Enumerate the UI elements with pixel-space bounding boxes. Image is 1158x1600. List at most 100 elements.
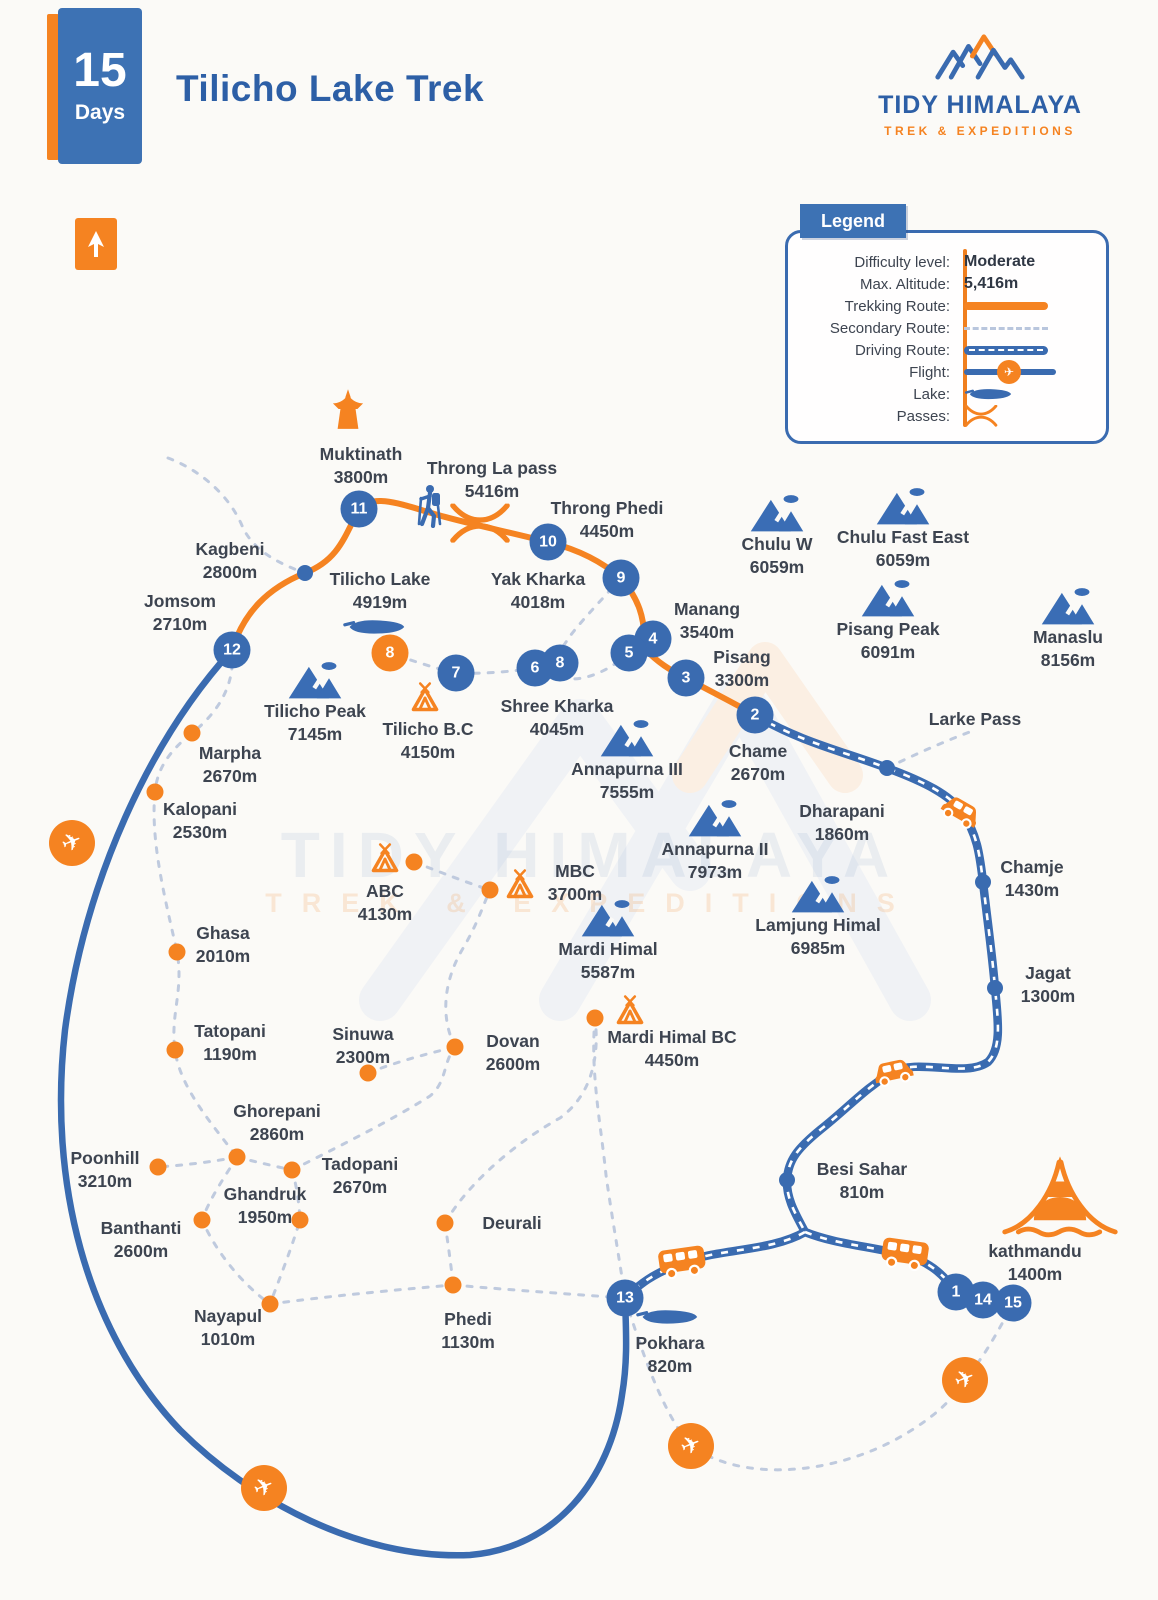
stupa-icon-kathmandu (997, 1156, 1123, 1239)
place-name: Tilicho B.C (382, 719, 474, 739)
place-name: Jomsom (144, 591, 216, 611)
place-label-muktinath: Muktinath 3800m (320, 443, 403, 489)
legend-row: Driving Route: (802, 339, 1094, 361)
place-altitude: 4130m (357, 904, 413, 925)
legend-row-label: Trekking Route: (844, 297, 950, 315)
place-name: Besi Sahar (816, 1159, 908, 1179)
legend-row-value: 5,416m (964, 273, 1018, 295)
village-node-orange (166, 1041, 184, 1059)
mountain-altitude: 7145m (287, 724, 343, 745)
legend-row-label: Flight: (909, 363, 950, 381)
place-altitude: 1400m (1007, 1264, 1063, 1285)
mountain-icon-chulu-fast-east (875, 486, 931, 526)
place-name: Throng Phedi (550, 498, 664, 518)
flight-icon-south: ✈ (241, 1465, 287, 1511)
place-altitude: 1190m (203, 1044, 257, 1065)
car-icon-dharapani (933, 784, 990, 837)
route-node-blue (779, 1172, 795, 1188)
place-name: Nayapul (193, 1306, 263, 1326)
legend-value-text: Moderate (964, 253, 1036, 270)
village-node-orange (261, 1295, 279, 1313)
day-marker-9: 9 (602, 559, 640, 597)
mountain-icon-lamjung-himal (790, 874, 846, 914)
place-altitude: 4018m (510, 592, 566, 613)
legend-divider (963, 249, 967, 427)
day-marker-5: 5 (610, 634, 648, 672)
place-name: Poonhill (70, 1148, 140, 1168)
place-altitude: 1430m (1004, 880, 1060, 901)
legend-row: Max. Altitude:5,416m (802, 273, 1094, 295)
place-altitude: 810m (839, 1182, 885, 1203)
place-name: Pokhara (635, 1333, 705, 1353)
mountain-altitude: 6059m (875, 550, 931, 571)
place-altitude: 2530m (172, 822, 228, 843)
place-label-kalopani: Kalopani 2530m (163, 798, 237, 844)
place-altitude: 4450m (644, 1050, 700, 1071)
place-altitude: 3800m (333, 467, 389, 488)
days-value: 15 (73, 44, 127, 97)
legend-row: Trekking Route: (802, 295, 1094, 317)
village-node-orange (228, 1148, 246, 1166)
tent-icon-mardi-himal-bc (616, 995, 644, 1026)
place-altitude: 1130m (441, 1332, 495, 1353)
place-altitude: 1950m (237, 1207, 293, 1228)
place-altitude: 2800m (202, 562, 258, 583)
watermark-mountain-logo (359, 642, 931, 1021)
tent-icon-mbc (506, 869, 534, 900)
days-badge-accent (47, 14, 59, 160)
village-node-orange (446, 1038, 464, 1056)
place-altitude: 2300m (335, 1047, 391, 1068)
place-name: Larke Pass (928, 709, 1022, 729)
place-name: Kalopani (163, 799, 237, 819)
place-altitude: 3540m (679, 622, 735, 643)
lake-icon-pokhara (635, 1308, 701, 1327)
village-node-orange (146, 783, 164, 801)
page-title: Tilicho Lake Trek (176, 68, 485, 109)
day-marker-2: 2 (736, 696, 774, 734)
flight-route-path (57, 646, 630, 1559)
passes-icon (449, 502, 511, 544)
mountain-altitude: 7555m (599, 782, 655, 803)
mountain-altitude: 7973m (687, 862, 743, 883)
place-name: Ghasa (196, 923, 250, 943)
mountain-name: Pisang Peak (836, 619, 940, 639)
day-marker-6: 6 (516, 649, 554, 687)
legend-row-label: Driving Route: (854, 341, 950, 359)
legend-row: Secondary Route: (802, 317, 1094, 339)
place-name: Chame (728, 741, 788, 761)
place-name: Deurali (482, 1213, 542, 1233)
mountain-name: Manaslu (1032, 627, 1104, 647)
mountain-label-annapurna-iii: Annapurna III 7555m (571, 758, 683, 804)
legend-title: Legend (800, 204, 906, 238)
mountain-name: Annapurna III (571, 759, 683, 779)
place-name: Mardi Himal BC (607, 1027, 737, 1047)
place-name: MBC (555, 861, 595, 881)
village-node-orange (193, 1211, 211, 1229)
place-altitude: 5416m (464, 481, 520, 502)
mountain-icon-mardi-himal (580, 898, 636, 938)
village-node-orange (444, 1276, 462, 1294)
place-altitude: 3210m (77, 1171, 133, 1192)
driving-route-sample (964, 345, 1048, 355)
brand-logo: TIDY HIMALAYA TREK & EXPEDITIONS (860, 28, 1100, 138)
mountain-icon-chulu-w (749, 493, 805, 533)
day-marker-13: 13 (606, 1279, 644, 1317)
place-label-besi-sahar: Besi Sahar 810m (817, 1158, 907, 1204)
days-badge: 15 Days (58, 8, 142, 164)
place-name: Muktinath (319, 444, 403, 464)
mountain-name: Mardi Himal (558, 939, 658, 959)
legend-row: Lake: (802, 383, 1094, 405)
